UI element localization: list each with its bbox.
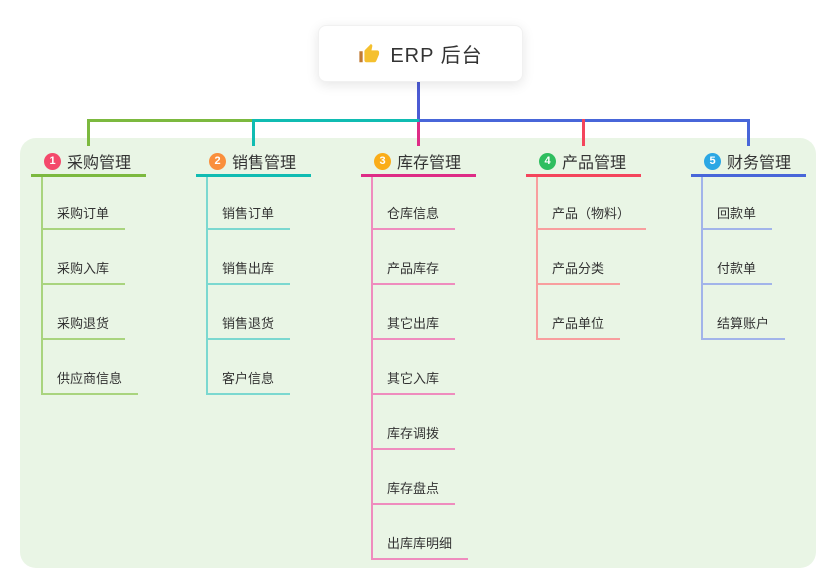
child-node[interactable]: 销售出库 (208, 230, 291, 285)
child-node[interactable]: 采购入库 (43, 230, 126, 285)
child-node[interactable]: 出库库明细 (373, 505, 469, 560)
branch-label: 销售管理 (232, 155, 297, 172)
child-node[interactable]: 产品（物料） (538, 177, 647, 230)
child-node[interactable]: 销售订单 (208, 177, 291, 230)
branch-children: 仓库信息产品库存其它出库其它入库库存调拨库存盘点出库库明细 (371, 177, 469, 560)
root-connector-line (417, 82, 420, 119)
branch-children: 销售订单销售出库销售退货客户信息 (206, 177, 291, 395)
connector-branch-tick (582, 119, 585, 146)
branch-column: 1 采购管理 采购订单采购入库采购退货供应商信息 (31, 148, 146, 395)
branch-children: 产品（物料） 产品分类产品单位 (536, 177, 647, 340)
branch-number-badge: 2 (209, 152, 226, 170)
branch-column: 3 库存管理 仓库信息产品库存其它出库其它入库库存调拨库存盘点出库库明细 (361, 148, 476, 560)
child-node[interactable]: 采购退货 (43, 285, 126, 340)
child-node-label: 采购退货 (57, 316, 110, 331)
child-node[interactable]: 产品单位 (538, 285, 621, 340)
branch-children: 回款单付款单结算账户 (701, 177, 786, 340)
child-node-label: 产品单位 (552, 316, 605, 331)
child-node-label: 结算账户 (717, 316, 770, 331)
branch-column: 5 财务管理 回款单付款单结算账户 (691, 148, 806, 340)
child-node-label: 库存盘点 (387, 481, 440, 496)
child-node-label: 采购入库 (57, 261, 110, 276)
child-node[interactable]: 库存盘点 (373, 450, 456, 505)
branch-number-badge: 5 (704, 152, 721, 170)
child-node-label: 仓库信息 (387, 206, 440, 221)
child-node-label: 出库库明细 (387, 536, 453, 551)
branch-column: 2 销售管理 销售订单销售出库销售退货客户信息 (196, 148, 311, 395)
branch-header[interactable]: 5 财务管理 (691, 148, 806, 177)
child-node-label: 库存调拨 (387, 426, 440, 441)
branch-label: 库存管理 (397, 155, 462, 172)
child-node-label: 客户信息 (222, 371, 275, 386)
branch-label: 产品管理 (562, 155, 627, 172)
child-node-label: 其它入库 (387, 371, 440, 386)
branch-number-badge: 1 (44, 152, 61, 170)
child-node[interactable]: 其它出库 (373, 285, 456, 340)
connector-branch-tick (87, 119, 90, 146)
branch-label: 采购管理 (67, 155, 132, 172)
child-node[interactable]: 库存调拨 (373, 395, 456, 450)
child-node-label: 供应商信息 (57, 371, 123, 386)
child-node-label: 销售出库 (222, 261, 275, 276)
child-node-label: 产品分类 (552, 261, 605, 276)
branch-number-badge: 4 (539, 152, 556, 170)
child-node-label: 产品库存 (387, 261, 440, 276)
child-node[interactable]: 结算账户 (703, 285, 786, 340)
branch-children: 采购订单采购入库采购退货供应商信息 (41, 177, 139, 395)
child-node[interactable]: 销售退货 (208, 285, 291, 340)
child-node[interactable]: 仓库信息 (373, 177, 456, 230)
connector-horizontal-segment (253, 119, 419, 122)
child-node[interactable]: 采购订单 (43, 177, 126, 230)
child-node-label: 其它出库 (387, 316, 440, 331)
branch-header[interactable]: 1 采购管理 (31, 148, 146, 177)
child-node-label: 销售订单 (222, 206, 275, 221)
connector-branch-tick (252, 119, 255, 146)
branch-column: 4 产品管理 产品（物料） 产品分类产品单位 (526, 148, 647, 340)
branch-header[interactable]: 3 库存管理 (361, 148, 476, 177)
connector-branch-tick (417, 122, 420, 146)
child-node-label: 回款单 (717, 206, 757, 221)
branch-label: 财务管理 (727, 155, 792, 172)
child-node-label: 产品（物料） (552, 206, 631, 221)
thumbs-up-icon (358, 43, 380, 65)
child-node[interactable]: 产品分类 (538, 230, 621, 285)
child-node[interactable]: 客户信息 (208, 340, 291, 395)
background-panel (20, 138, 816, 568)
branch-header[interactable]: 2 销售管理 (196, 148, 311, 177)
child-node-label: 付款单 (717, 261, 757, 276)
child-node[interactable]: 其它入库 (373, 340, 456, 395)
root-node[interactable]: ERP 后台 (318, 25, 523, 82)
child-node[interactable]: 供应商信息 (43, 340, 139, 395)
connector-horizontal-segment (88, 119, 254, 122)
branch-header[interactable]: 4 产品管理 (526, 148, 641, 177)
connector-branch-tick (747, 119, 750, 146)
root-title: ERP 后台 (390, 45, 483, 67)
child-node-label: 销售退货 (222, 316, 275, 331)
branch-number-badge: 3 (374, 152, 391, 170)
child-node-label: 采购订单 (57, 206, 110, 221)
child-node[interactable]: 回款单 (703, 177, 773, 230)
child-node[interactable]: 付款单 (703, 230, 773, 285)
child-node[interactable]: 产品库存 (373, 230, 456, 285)
